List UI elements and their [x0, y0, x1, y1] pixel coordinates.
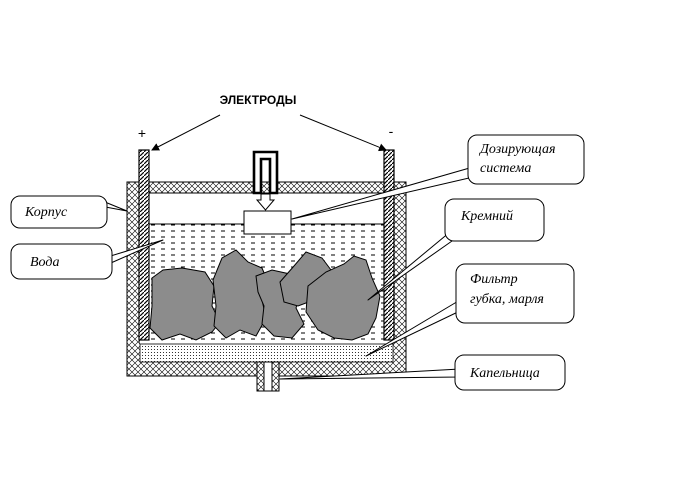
- callout-dosing: Дозирующая система: [291, 134, 585, 220]
- electrode-minus: [383, 149, 395, 341]
- callout-filter: Фильтр губка, марля: [365, 263, 575, 357]
- label-dropper: Капельница: [469, 366, 540, 381]
- callout-dropper: Капельница: [279, 354, 566, 391]
- plus-sign: +: [138, 125, 146, 141]
- callout-housing: Корпус: [10, 195, 128, 229]
- dropper-tube: [256, 361, 280, 392]
- label-silicon: Кремний: [460, 209, 513, 224]
- stone-5: [305, 255, 381, 341]
- stone-1: [149, 267, 221, 341]
- callout-water: Вода: [10, 239, 164, 280]
- minus-sign: -: [389, 123, 394, 139]
- silicon-stones: [149, 249, 381, 341]
- label-filter-line1: Фильтр: [470, 272, 518, 287]
- dosing-system: [243, 150, 292, 235]
- label-dosing-line1: Дозирующая: [478, 142, 556, 157]
- callout-silicon: Кремний: [367, 198, 545, 301]
- label-dosing-line2: система: [480, 161, 531, 176]
- label-housing: Корпус: [24, 205, 68, 220]
- diagram-title: ЭЛЕКТРОДЫ: [220, 93, 297, 107]
- title-arrow-left: [151, 114, 221, 151]
- title-arrow-right: [299, 114, 387, 152]
- filter-layer: [139, 343, 394, 363]
- label-filter-line2: губка, марля: [470, 292, 544, 307]
- label-water: Вода: [30, 255, 59, 270]
